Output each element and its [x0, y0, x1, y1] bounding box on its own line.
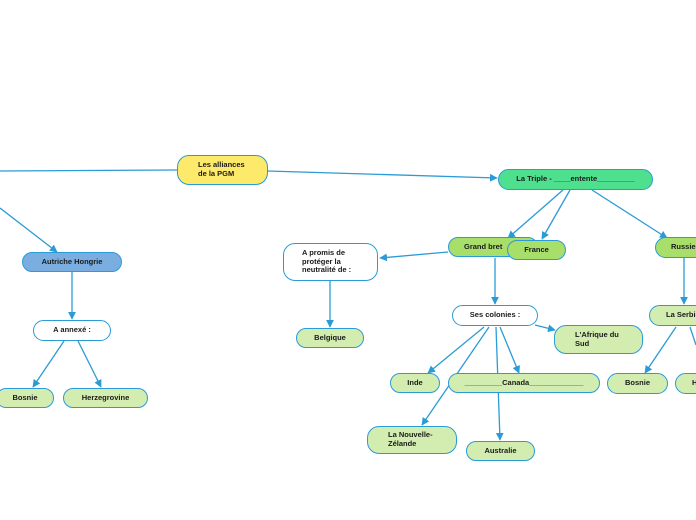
- edge-offscreen-to-austria: [0, 207, 58, 253]
- node-herzegovine[interactable]: Herzegrovine: [63, 388, 148, 408]
- edge-root-to-triple: [267, 170, 498, 182]
- node-afrique-du-sud[interactable]: L'Afrique du Sud: [554, 325, 643, 354]
- edge-serbie-to-h: [689, 326, 696, 346]
- node-canada[interactable]: _________Canada_____________: [448, 373, 600, 393]
- edge-annexe-to-bosnie: [32, 340, 65, 388]
- node-autriche-hongrie[interactable]: Autriche Hongrie: [22, 252, 122, 272]
- node-root-les-alliances[interactable]: Les alliances de la PGM: [177, 155, 268, 185]
- node-russie[interactable]: Russie: [655, 237, 696, 258]
- edge-annexe-to-herzegovine: [77, 340, 102, 388]
- edge-serbie-to-bosnie: [644, 326, 677, 374]
- node-bosnie-right[interactable]: Bosnie: [607, 373, 668, 394]
- edge-triple-to-gb: [507, 189, 564, 239]
- edge-triple-to-france: [541, 189, 571, 240]
- edge-root-to-offscreen-left: [0, 169, 178, 172]
- node-france[interactable]: France: [507, 240, 566, 260]
- node-ses-colonies[interactable]: Ses colonies :: [452, 305, 538, 326]
- node-la-serbie[interactable]: La Serbie: [649, 305, 696, 326]
- node-australie[interactable]: Australie: [466, 441, 535, 461]
- node-nouvelle-zelande[interactable]: La Nouvelle- Zélande: [367, 426, 457, 454]
- node-inde[interactable]: Inde: [390, 373, 440, 393]
- edge-colonies-to-inde: [427, 326, 485, 374]
- node-h-partial[interactable]: H: [675, 373, 696, 394]
- node-bosnie-left[interactable]: Bosnie: [0, 388, 54, 408]
- node-a-promis[interactable]: A promis de protéger la neutralité de :: [283, 243, 378, 281]
- node-a-annexe[interactable]: A annexé :: [33, 320, 111, 341]
- edge-colonies-to-afrique: [534, 324, 556, 333]
- node-triple-entente[interactable]: La Triple - ____entente_________: [498, 169, 653, 190]
- edge-triple-to-russie: [591, 189, 668, 239]
- node-belgique[interactable]: Belgique: [296, 328, 364, 348]
- edge-gb-to-promis: [379, 251, 449, 262]
- edge-colonies-to-canada: [499, 326, 520, 374]
